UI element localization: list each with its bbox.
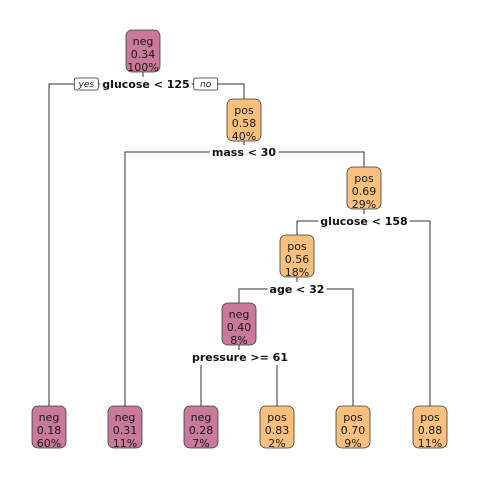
node-pct: 100% bbox=[127, 61, 158, 74]
node-prob: 0.40 bbox=[227, 321, 252, 334]
node-cls: pos bbox=[343, 411, 363, 424]
split-label-bg bbox=[318, 214, 410, 229]
node-cls: neg bbox=[229, 308, 250, 321]
split-condition: glucose < 158 bbox=[320, 215, 407, 228]
node-pct: 11% bbox=[113, 437, 137, 450]
node-cls: neg bbox=[39, 411, 60, 424]
yes-tag: yes bbox=[73, 77, 99, 91]
split-label-n1: glucose < 125 bbox=[100, 77, 192, 92]
node-prob: 0.28 bbox=[189, 424, 214, 437]
node-box bbox=[346, 166, 382, 210]
node-box bbox=[125, 29, 161, 73]
node-box bbox=[335, 405, 371, 449]
split-label-n7: glucose < 158 bbox=[318, 214, 410, 229]
node-prob: 0.88 bbox=[418, 424, 443, 437]
node-box bbox=[412, 405, 448, 449]
edge-n14 bbox=[238, 288, 354, 406]
node-prob: 0.56 bbox=[285, 253, 310, 266]
node-box bbox=[226, 98, 262, 142]
node-box bbox=[221, 302, 257, 346]
split-label-bg bbox=[209, 145, 279, 160]
node-pct: 18% bbox=[285, 266, 309, 279]
node-cls: pos bbox=[354, 172, 374, 185]
split-labels: glucose < 125 mass < 30 glucose < 158 age <… bbox=[73, 77, 410, 365]
node-box bbox=[279, 234, 315, 278]
split-label-bg bbox=[100, 77, 192, 92]
node-cls: pos bbox=[267, 411, 287, 424]
yes-tag-text: yes bbox=[78, 80, 95, 90]
node-pct: 60% bbox=[37, 437, 61, 450]
node-prob: 0.70 bbox=[341, 424, 366, 437]
node-pct: 2% bbox=[268, 437, 285, 450]
node-prob: 0.34 bbox=[131, 48, 156, 61]
edge-n7 bbox=[296, 220, 431, 406]
tree-nodes: neg0.34100%pos0.5840%pos0.6929%pos0.5618… bbox=[31, 29, 448, 450]
node-cls: pos bbox=[234, 104, 254, 117]
node-pct: 40% bbox=[232, 130, 256, 143]
node-cls: pos bbox=[287, 240, 307, 253]
node-prob: 0.83 bbox=[265, 424, 290, 437]
split-label-n3: mass < 30 bbox=[209, 145, 279, 160]
split-label-bg bbox=[267, 282, 327, 297]
split-condition: pressure >= 61 bbox=[192, 351, 288, 364]
node-box bbox=[259, 405, 295, 449]
node-pct: 9% bbox=[344, 437, 361, 450]
node-cls: neg bbox=[191, 411, 212, 424]
node-cls: neg bbox=[133, 35, 154, 48]
node-pct: 7% bbox=[192, 437, 209, 450]
node-pct: 29% bbox=[352, 198, 376, 211]
yes-tag-box bbox=[73, 77, 99, 91]
no-tag-text: no bbox=[200, 80, 212, 90]
node-box bbox=[183, 405, 219, 449]
node-box bbox=[31, 405, 67, 449]
node-box bbox=[107, 405, 143, 449]
no-tag: no bbox=[193, 77, 219, 91]
node-prob: 0.31 bbox=[113, 424, 138, 437]
node-cls: pos bbox=[420, 411, 440, 424]
split-condition: mass < 30 bbox=[212, 146, 277, 159]
node-cls: neg bbox=[115, 411, 136, 424]
edge-n3 bbox=[124, 151, 365, 406]
split-condition: age < 32 bbox=[270, 283, 325, 296]
node-prob: 0.58 bbox=[232, 117, 257, 130]
node-prob: 0.69 bbox=[352, 185, 377, 198]
node-pct: 11% bbox=[418, 437, 442, 450]
no-tag-box bbox=[193, 77, 219, 91]
split-label-n14: age < 32 bbox=[267, 282, 327, 297]
split-label-bg bbox=[190, 350, 290, 365]
split-label-n28: pressure >= 61 bbox=[190, 350, 290, 365]
node-pct: 8% bbox=[230, 334, 247, 347]
node-prob: 0.18 bbox=[37, 424, 62, 437]
split-condition: glucose < 125 bbox=[102, 78, 189, 91]
